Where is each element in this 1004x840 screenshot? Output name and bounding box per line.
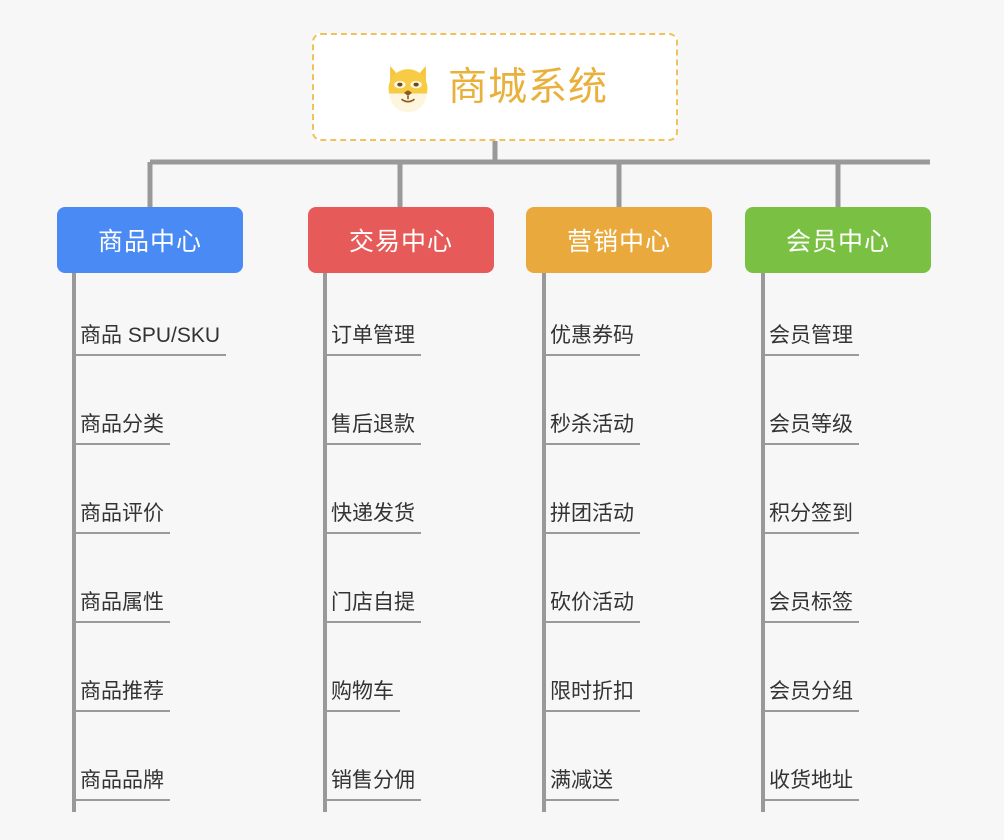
shiba-dog-face-icon [388,65,428,113]
leaf-item[interactable]: 商品品牌 [74,761,170,801]
leaf-item[interactable]: 快递发货 [325,494,421,534]
leaf-item-label: 秒杀活动 [544,412,640,445]
root-node[interactable]: 商城系统 [312,33,678,141]
leaf-item[interactable]: 秒杀活动 [544,405,640,445]
leaf-item[interactable]: 门店自提 [325,583,421,623]
leaf-item-label: 商品推荐 [74,679,170,712]
category-header-3[interactable]: 营销中心 [526,207,712,273]
leaf-item-label: 订单管理 [325,323,421,356]
leaf-item-label: 商品评价 [74,501,170,534]
leaf-item-label: 商品 SPU/SKU [74,323,227,356]
leaf-item[interactable]: 商品推荐 [74,672,170,712]
leaf-item-label: 积分签到 [763,501,859,534]
leaf-item[interactable]: 商品分类 [74,405,170,445]
leaf-item[interactable]: 砍价活动 [544,583,640,623]
leaf-item-label: 拼团活动 [544,501,640,534]
leaf-item-label: 限时折扣 [544,679,640,712]
leaf-item[interactable]: 会员管理 [763,316,859,356]
leaf-item-label: 会员分组 [763,679,859,712]
category-header-label: 营销中心 [566,228,671,256]
leaf-item[interactable]: 收货地址 [763,761,859,801]
leaf-item[interactable]: 会员分组 [763,672,859,712]
category-header-2[interactable]: 交易中心 [308,207,494,273]
leaf-item[interactable]: 商品评价 [74,494,170,534]
leaf-item-label: 收货地址 [763,768,859,801]
leaf-item-label: 售后退款 [325,412,421,445]
leaf-item-label: 会员管理 [763,323,859,356]
leaf-item-label: 门店自提 [325,590,421,623]
leaf-item[interactable]: 售后退款 [325,405,421,445]
leaf-item-label: 销售分佣 [325,768,421,801]
leaf-item[interactable]: 购物车 [325,672,400,712]
leaf-item[interactable]: 会员标签 [763,583,859,623]
leaf-item[interactable]: 限时折扣 [544,672,640,712]
leaf-item-label: 优惠券码 [544,323,640,356]
leaf-item-label: 购物车 [325,679,400,712]
leaf-item[interactable]: 销售分佣 [325,761,421,801]
category-header-label: 会员中心 [785,228,890,256]
leaf-item-label: 商品分类 [74,412,170,445]
leaf-item-label: 商品属性 [74,590,170,623]
leaf-item-label: 会员标签 [763,590,859,623]
page-title: 商城系统 [447,65,608,109]
category-header-1[interactable]: 商品中心 [57,207,243,273]
leaf-item-label: 满减送 [544,768,619,801]
leaf-item[interactable]: 积分签到 [763,494,859,534]
leaf-item[interactable]: 满减送 [544,761,619,801]
leaf-item-label: 砍价活动 [544,590,640,623]
leaf-item[interactable]: 商品属性 [74,583,170,623]
leaf-item[interactable]: 商品 SPU/SKU [74,316,227,356]
leaf-item[interactable]: 会员等级 [763,405,859,445]
leaf-item-label: 商品品牌 [74,768,170,801]
category-header-label: 商品中心 [97,228,202,256]
category-header-4[interactable]: 会员中心 [745,207,931,273]
leaf-item[interactable]: 优惠券码 [544,316,640,356]
category-header-label: 交易中心 [348,228,453,256]
leaf-item[interactable]: 订单管理 [325,316,421,356]
leaf-item-label: 会员等级 [763,412,859,445]
leaf-item-label: 快递发货 [325,501,421,534]
leaf-item[interactable]: 拼团活动 [544,494,640,534]
